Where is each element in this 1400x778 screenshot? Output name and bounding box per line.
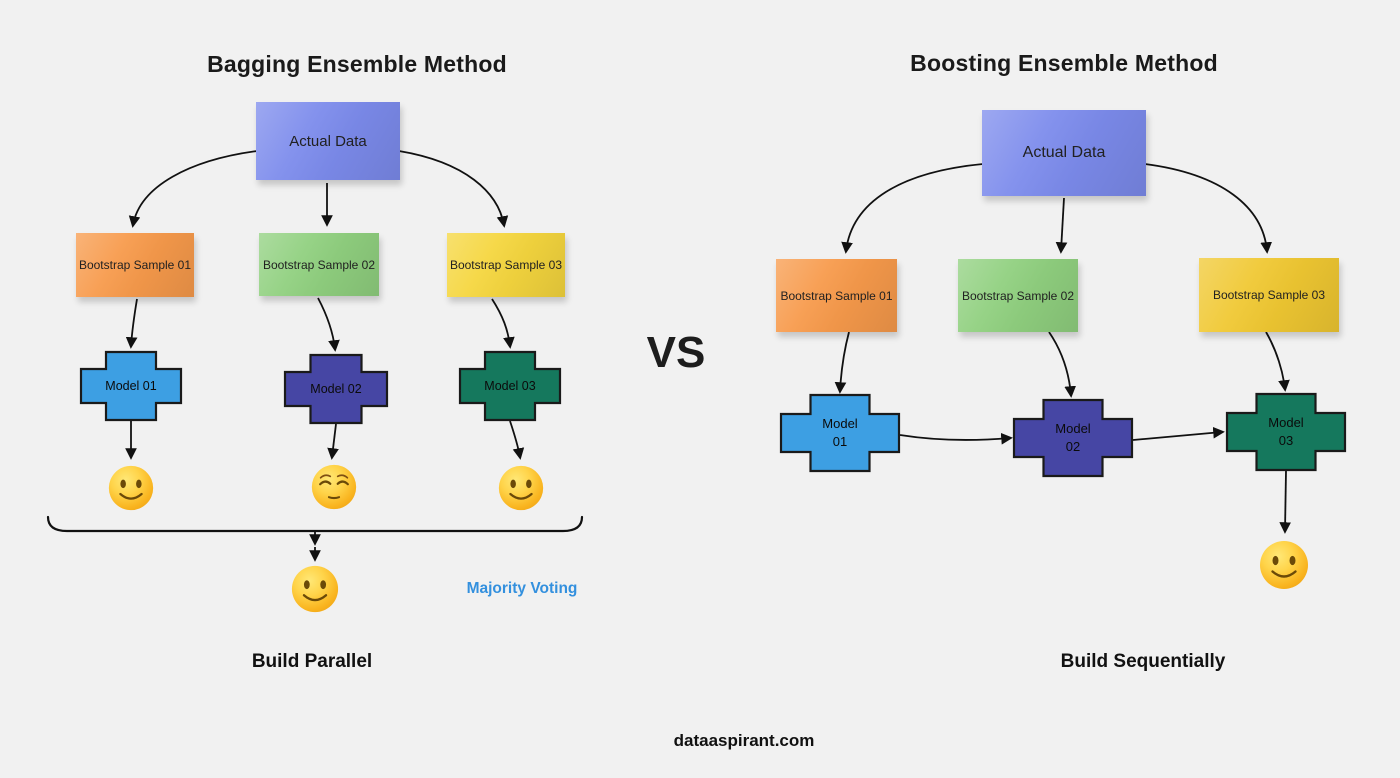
model-02-cross-left [283,353,389,425]
build-sequentially-caption: Build Sequentially [1060,651,1226,672]
model-02-output-pensive-emoji [310,463,358,511]
vs-label: VS [646,328,706,377]
arrow-left-model2-to-emoji2 [327,423,339,460]
model-03-label-right: Model 03 [1268,415,1304,448]
model-03-label-left: Model 03 [484,379,536,393]
model-02-label-left: Model 02 [310,382,362,396]
arrow-right-model1-to-model2 [899,432,1013,445]
arrow-right-model2-to-model3 [1132,426,1225,441]
arrow-right-actual-to-sample3 [1144,163,1273,254]
bootstrap-sample-02-box-left: Bootstrap Sample 02 [259,233,379,296]
arrow-right-actual-to-sample2 [1055,197,1068,254]
arrow-right-actual-to-sample1 [841,163,984,254]
build-parallel-caption: Build Parallel [251,651,373,672]
model-01-label-left: Model 01 [105,379,157,393]
majority-vote-result-smiley-emoji [290,564,340,614]
site-watermark: dataaspirant.com [673,731,815,750]
arrow-left-actual-to-sample3 [398,150,509,228]
boosting-title: Boosting Ensemble Method [910,50,1218,76]
bootstrap-sample-02-box-right: Bootstrap Sample 02 [958,259,1078,332]
boosting-result-smiley-emoji [1258,539,1310,591]
model-01-output-smiley-emoji [107,464,155,512]
arrow-right-model3-to-final-emoji [1279,470,1291,534]
model-01-label-right: Model 01 [822,416,858,449]
arrow-left-sample1-to-model1 [125,298,138,349]
bootstrap-sample-03-box-right: Bootstrap Sample 03 [1199,258,1339,332]
arrow-left-actual-to-sample1 [128,150,258,228]
bootstrap-sample-01-box-right: Bootstrap Sample 01 [776,259,897,332]
bootstrap-sample-03-box-left: Bootstrap Sample 03 [447,233,565,297]
model-02-cross-right [1012,398,1134,478]
arrow-right-sample2-to-model2 [1048,331,1077,398]
model-01-cross-right [779,393,901,473]
actual-data-box-right: Actual Data [982,110,1146,196]
model-02-label-right: Model 02 [1055,421,1091,454]
majority-voting-label: Majority Voting [466,580,578,597]
bootstrap-sample-01-box-left: Bootstrap Sample 01 [76,233,194,297]
model-01-cross-left [79,350,183,422]
model-03-cross-right [1225,392,1347,472]
arrow-left-model3-to-emoji3 [509,420,525,460]
arrow-right-sample3-to-model3 [1265,331,1290,392]
actual-data-box-left: Actual Data [256,102,400,180]
model-03-output-smiley-emoji [497,464,545,512]
arrow-left-sample3-to-model3 [491,298,515,349]
model-03-cross-left [458,350,562,422]
aggregation-brace [46,515,584,533]
arrow-right-sample1-to-model1 [834,331,850,394]
bagging-title: Bagging Ensemble Method [207,51,507,77]
arrow-left-sample2-to-model2 [317,297,340,352]
